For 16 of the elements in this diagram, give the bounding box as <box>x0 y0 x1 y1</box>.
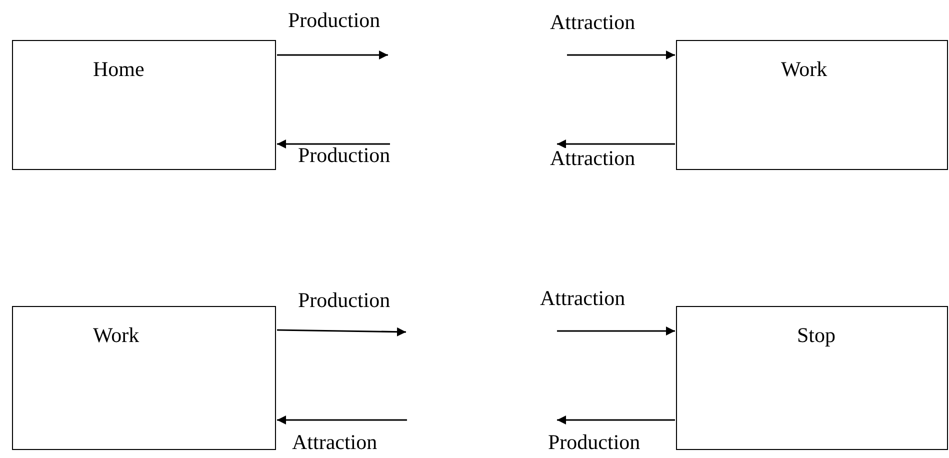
arrow <box>567 50 675 60</box>
arrow <box>557 140 675 148</box>
arrow <box>557 326 675 336</box>
arrow <box>276 327 406 336</box>
arrow <box>277 140 390 148</box>
box-label: Work <box>781 57 828 82</box>
arrow <box>277 50 388 60</box>
box-label: Stop <box>797 323 836 348</box>
location-box <box>12 40 276 170</box>
location-box <box>676 306 948 450</box>
location-box <box>12 306 276 450</box>
arrow <box>277 416 407 424</box>
location-box <box>676 40 948 170</box>
box-label: Work <box>93 323 140 348</box>
arrow <box>557 416 675 424</box>
box-label: Home <box>93 57 144 82</box>
